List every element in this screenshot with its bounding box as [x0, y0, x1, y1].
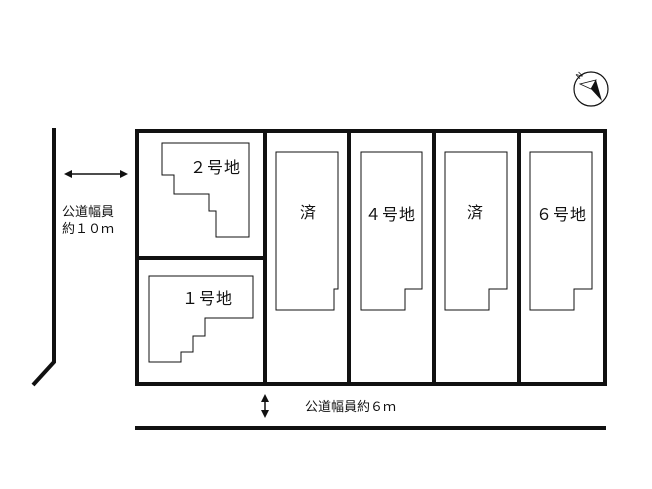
plot-label-5: 済	[467, 203, 485, 222]
building-footprint-plot-5	[444, 151, 508, 311]
building-footprint-plot-6	[529, 151, 593, 311]
south-road-label: 公道幅員約６ｍ	[305, 400, 397, 415]
plot-label-3: 済	[300, 203, 318, 222]
south-road-width-arrow	[261, 394, 269, 418]
plot-label-2: ２号地	[190, 158, 242, 177]
building-footprint-plot-3	[275, 151, 339, 311]
west-road-label-line2: 約１０ｍ	[62, 222, 115, 237]
west-road-label-line1: 公道幅員	[62, 205, 115, 220]
west-road-edge	[31, 128, 56, 387]
building-footprint-plot-2	[161, 142, 250, 238]
west-road-label: 公道幅員 約１０ｍ	[62, 204, 114, 238]
building-footprint-plot-4	[360, 151, 423, 311]
plot-label-4: ４号地	[365, 205, 417, 224]
west-road-width-arrow	[64, 170, 128, 178]
plot-label-6: ６号地	[536, 205, 588, 224]
building-footprint-plot-1	[148, 275, 254, 363]
north-arrow-icon: N	[572, 70, 610, 108]
plot-label-1: １号地	[182, 289, 234, 308]
